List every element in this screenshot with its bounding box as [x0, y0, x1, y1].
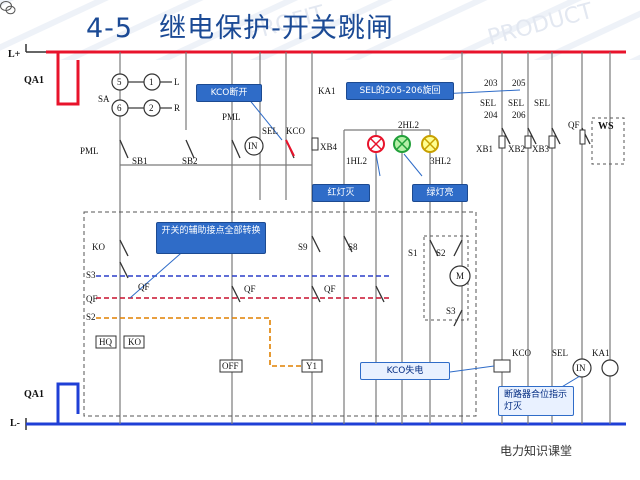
lamps: [367, 135, 439, 153]
label-204: 204: [484, 110, 498, 120]
meter-2-label: 2: [149, 103, 154, 113]
callout-kco-open: KCO断开: [196, 84, 262, 102]
motor-label: M: [456, 271, 465, 281]
label-xb3: XB3: [532, 144, 550, 154]
label-qf-mid2: QF: [324, 284, 336, 294]
positive-bus: [25, 44, 626, 106]
label-r: R: [174, 103, 181, 113]
meter-1-label: 1: [149, 77, 154, 87]
label-qf-left2: QF: [138, 282, 150, 292]
label-qf-top: QF: [568, 120, 580, 130]
label-203: 203: [484, 78, 498, 88]
qf-fuse: [579, 129, 586, 145]
label-sb2: SB2: [182, 156, 198, 166]
kco-contact-open: [285, 139, 295, 157]
label-xb1: XB1: [476, 144, 494, 154]
meters: [111, 73, 172, 117]
label-ka1-top: KA1: [318, 86, 336, 96]
label-kco-top: KCO: [286, 126, 306, 136]
label-l-plus: L+: [8, 49, 21, 60]
label-s9: S9: [298, 242, 308, 252]
note-breaker-indicator: 断路器合位指示灯灭: [498, 386, 574, 416]
label-sel-bottom: SEL: [552, 348, 569, 358]
callout-red-off: 红灯灭: [312, 184, 370, 202]
coil-off: OFF: [222, 361, 239, 371]
label-sa: SA: [98, 94, 110, 104]
label-2hl2: 2HL2: [398, 120, 419, 130]
dashed-links: [96, 275, 390, 367]
motor-circle: [449, 265, 471, 287]
callout-green-on: 绿灯亮: [412, 184, 468, 202]
ws-box: [591, 117, 625, 165]
label-sel-b: SEL: [508, 98, 525, 108]
label-s8: S8: [348, 242, 358, 252]
label-sel-c: SEL: [534, 98, 551, 108]
label-205: 205: [512, 78, 526, 88]
xb-terminals: [311, 135, 556, 151]
ka1-coil: [601, 359, 619, 377]
label-in-right: IN: [576, 363, 586, 373]
source-label: 电力知识课堂: [500, 444, 573, 458]
coil-hq: HQ: [99, 337, 112, 347]
label-qf-left: QF: [86, 294, 98, 304]
label-l-minus: L-: [10, 418, 20, 429]
label-3hl2: 3HL2: [430, 156, 451, 166]
label-ko-left: KO: [92, 242, 105, 252]
label-s2-left: S2: [86, 312, 96, 322]
label-sel-a: SEL: [480, 98, 497, 108]
label-in-left: IN: [248, 141, 258, 151]
label-sb1: SB1: [132, 156, 148, 166]
label-206: 206: [512, 110, 526, 120]
label-sel-top: SEL: [262, 126, 279, 136]
breaker-box: [83, 211, 477, 417]
callout-aux-switch: 开关的辅助接点全部转换: [156, 222, 266, 254]
label-1hl2: 1HL2: [346, 156, 367, 166]
watermark-band: [0, 0, 640, 60]
label-qf-mid1: QF: [244, 284, 256, 294]
label-s1: S1: [408, 248, 418, 258]
label-kco-bottom: KCO: [512, 348, 532, 358]
label-ka1-right: KA1: [592, 348, 610, 358]
coil-y1: Y1: [306, 361, 317, 371]
label-ws: WS: [598, 121, 614, 132]
label-xb4: XB4: [320, 142, 338, 152]
wechat-icon: [0, 1, 16, 15]
meter-6-label: 6: [117, 103, 122, 113]
in-relay-right: [572, 358, 592, 378]
label-pml-mid: PML: [222, 112, 241, 122]
meter-5-label: 5: [117, 77, 122, 87]
negative-bus: [25, 382, 626, 430]
in-relay-left: [244, 136, 264, 156]
coil-ko: KO: [128, 337, 141, 347]
label-qa1-bottom: QA1: [24, 389, 44, 400]
label-s3: S3: [446, 306, 456, 316]
note-kco-lose: KCO失电: [360, 362, 450, 380]
coil-boxes: [95, 335, 511, 373]
label-l: L: [174, 77, 180, 87]
label-qa1-top: QA1: [24, 75, 44, 86]
callout-sel-rotate: SEL的205-206旋回: [346, 82, 454, 100]
label-xb2: XB2: [508, 144, 526, 154]
label-s3-left: S3: [86, 270, 96, 280]
label-pml-left: PML: [80, 146, 99, 156]
label-s2: S2: [436, 248, 446, 258]
